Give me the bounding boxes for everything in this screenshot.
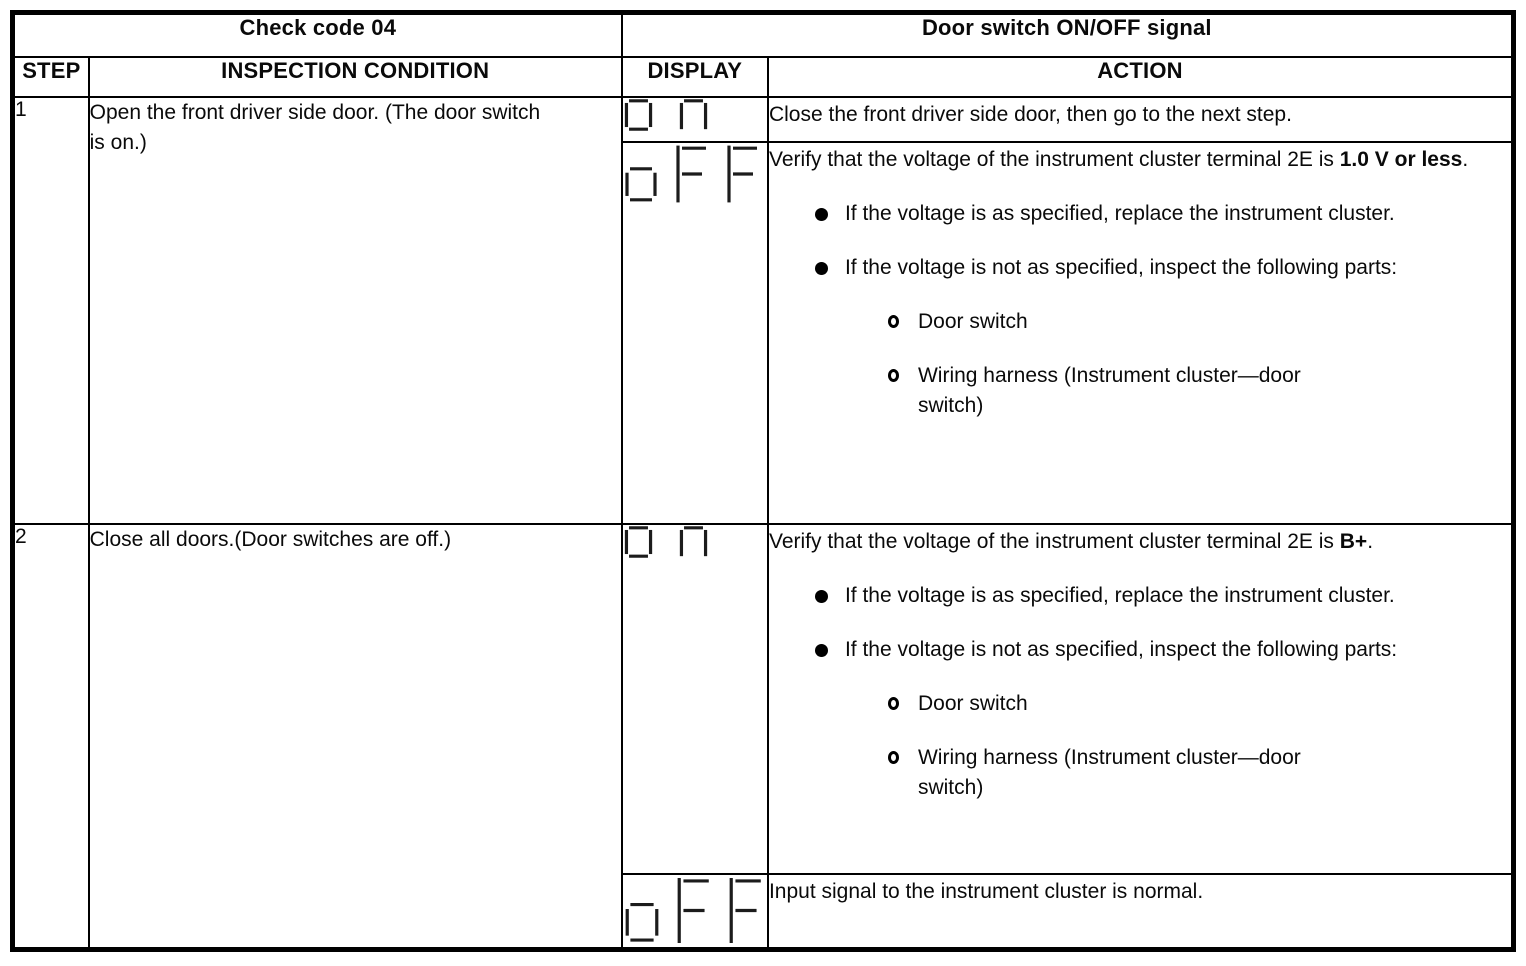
seven-segment-off-indicator [623, 875, 767, 946]
open-circle-bullet-icon [887, 696, 899, 710]
action-lead-text: Verify that the voltage of the instrumen… [768, 145, 1496, 175]
diagnostic-table: Check code 04 Door switch ON/OFF signal … [10, 10, 1516, 952]
step2-display-on-cell [620, 522, 769, 875]
open-circle-bullet-icon [887, 750, 899, 764]
sub-bullet-text: Wiring harness (Instrument cluster—door … [917, 745, 1301, 799]
filled-bullet-icon [814, 589, 828, 603]
sub-bullet-item: Wiring harness (Instrument cluster—door … [770, 743, 1511, 803]
bullet-text: If the voltage is as specified, replace … [844, 583, 1395, 607]
column-header-row: STEP INSPECTION CONDITION DISPLAY ACTION [11, 55, 1515, 98]
bullet-item: If the voltage is not as specified, insp… [770, 253, 1511, 283]
signal-title: Door switch ON/OFF signal [620, 11, 1515, 58]
bullet-item: If the voltage is not as specified, insp… [770, 635, 1511, 665]
sub-bullet-text: Door switch [917, 691, 1028, 715]
lead-pre: Verify that the voltage of the instrumen… [768, 529, 1340, 553]
column-header-action: ACTION [766, 55, 1515, 98]
column-header-display: DISPLAY [620, 55, 769, 98]
step1-action-on-cell: Close the front driver side door, then g… [766, 95, 1515, 143]
lead-post: . [1462, 147, 1469, 171]
filled-bullet-icon [814, 207, 828, 221]
column-header-step: STEP [11, 55, 90, 98]
step1-display-off-cell [620, 140, 769, 525]
step2-number: 2 [11, 522, 90, 951]
sub-bullet-item: Door switch [770, 307, 1511, 337]
table-title-row: Check code 04 Door switch ON/OFF signal [11, 11, 1515, 58]
check-code-title: Check code 04 [11, 11, 623, 58]
action-text: Close the front driver side door, then g… [768, 102, 1292, 126]
sub-bullet-text: Door switch [917, 309, 1028, 333]
action-text: Input signal to the instrument cluster i… [768, 879, 1204, 903]
sub-bullet-text: Wiring harness (Instrument cluster—door … [917, 363, 1301, 417]
seven-segment-on-indicator [623, 98, 767, 132]
filled-bullet-icon [814, 643, 828, 657]
lead-pre: Verify that the voltage of the instrumen… [768, 147, 1340, 171]
lead-bold: 1.0 V or less [1339, 147, 1463, 171]
step2-action-off-cell: Input signal to the instrument cluster i… [766, 872, 1515, 951]
lead-bold: B+ [1339, 529, 1368, 553]
step2-condition-text: Close all doors.(Door switches are off.) [89, 527, 452, 551]
step1-condition-cell: Open the front driver side door. (The do… [87, 95, 623, 525]
step2-action-on-cell: Verify that the voltage of the instrumen… [766, 522, 1515, 875]
step2-condition-cell: Close all doors.(Door switches are off.) [87, 522, 623, 951]
open-circle-bullet-icon [887, 314, 899, 328]
lead-post: . [1367, 529, 1374, 553]
bullet-item: If the voltage is as specified, replace … [770, 581, 1511, 611]
step1-number: 1 [11, 95, 90, 525]
sub-bullet-item: Wiring harness (Instrument cluster—door … [770, 361, 1511, 421]
step2-display-off-cell [620, 872, 769, 951]
step1-action-off-cell: Verify that the voltage of the instrumen… [766, 140, 1515, 525]
step2-subrow-on: 2 Close all doors.(Door switches are off… [11, 522, 1515, 951]
action-lead-text: Verify that the voltage of the instrumen… [768, 527, 1496, 557]
seven-segment-off-indicator [623, 143, 767, 205]
bullet-text: If the voltage is not as specified, insp… [844, 255, 1398, 279]
bullet-item: If the voltage is as specified, replace … [770, 199, 1511, 229]
seven-segment-on-indicator [623, 525, 767, 559]
sub-bullet-item: Door switch [770, 689, 1511, 719]
step1-display-on-cell [620, 95, 769, 143]
bullet-text: If the voltage is not as specified, insp… [844, 637, 1398, 661]
filled-bullet-icon [814, 261, 828, 275]
step1-condition-text: Open the front driver side door. (The do… [89, 100, 541, 154]
bullet-text: If the voltage is as specified, replace … [844, 201, 1395, 225]
step2-subrow-off: Input signal to the instrument cluster i… [13, 872, 1515, 951]
open-circle-bullet-icon [887, 368, 899, 382]
step1-subrow-off: Verify that the voltage of the instrumen… [13, 140, 1515, 525]
step1-subrow-on: 1 Open the front driver side door. (The … [11, 95, 1515, 525]
column-header-inspection-condition: INSPECTION CONDITION [87, 55, 623, 98]
